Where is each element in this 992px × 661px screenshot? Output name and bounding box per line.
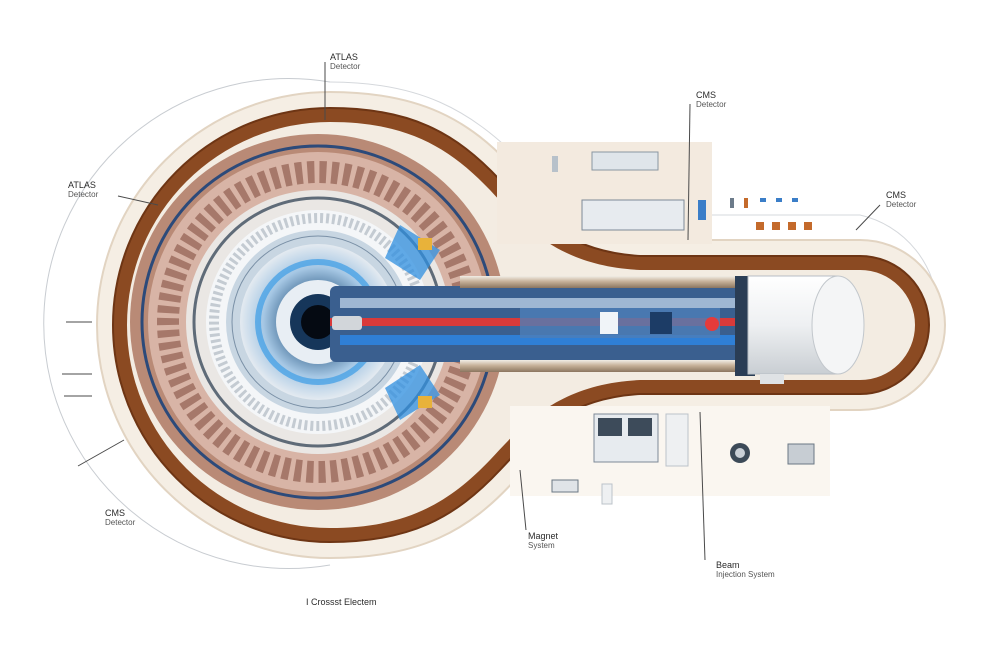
label-magnet: Magnet System [528,531,558,551]
end-cylinder [735,275,865,384]
lower-equipment [510,406,830,505]
label-atlas-top-subtitle: Detector [330,62,361,71]
caption: I Crossst Electem [306,597,377,607]
upper-equipment [497,142,812,244]
detector-rings [130,134,506,510]
label-magnet-subtitle: System [528,541,555,550]
label-beam: Beam Injection System [716,560,775,580]
label-cms-top-title: CMS [696,90,716,100]
label-cms-top-subtitle: Detector [696,100,727,109]
label-cms-right-subtitle: Detector [886,200,917,209]
label-cms-bottom: CMS Detector [105,508,135,528]
label-cms-right-title: CMS [886,190,906,200]
label-magnet-title: Magnet [528,531,559,541]
label-atlas-left: ATLAS Detector [68,180,98,200]
label-atlas-left-title: ATLAS [68,180,96,190]
leader-lines [62,62,881,561]
label-atlas-left-subtitle: Detector [68,190,99,199]
label-beam-title: Beam [716,560,740,570]
label-cms-bottom-title: CMS [105,508,125,518]
label-cms-bottom-subtitle: Detector [105,518,136,527]
label-cms-right: CMS Detector [886,190,916,210]
label-cms-top: CMS Detector [696,90,726,110]
label-atlas-top-title: ATLAS [330,52,358,62]
label-atlas-top: ATLAS Detector [330,52,360,72]
label-beam-subtitle: Injection System [716,570,775,579]
blue-accents [385,225,440,420]
beam-pipe [330,276,750,372]
